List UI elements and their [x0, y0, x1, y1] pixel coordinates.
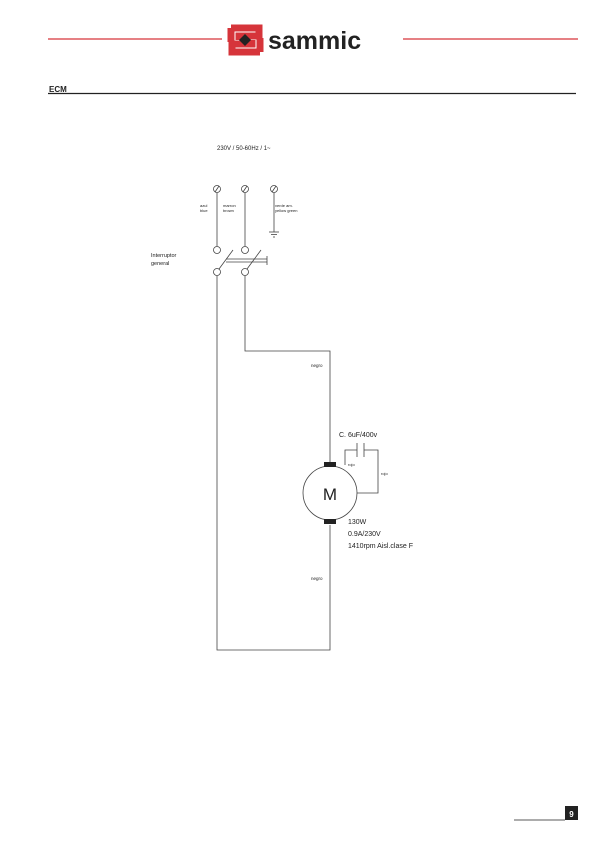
circuit-lines	[213, 185, 379, 651]
wire-3-es: verde am.	[275, 203, 293, 208]
motor-speed: 1410rpm Aisl.clase F	[348, 543, 413, 550]
wire-1-es: azul	[200, 203, 207, 208]
switch-label-2: general	[151, 261, 169, 267]
cap-wire-label-2: rojo	[381, 471, 388, 476]
wire-2-en: brown	[223, 208, 234, 213]
wire-3-en: yellow green	[275, 208, 297, 213]
sammic-logo-icon	[227, 24, 264, 56]
brand-name: sammic	[268, 27, 361, 55]
motor-power: 130W	[348, 519, 367, 526]
wire-2-es: marron	[223, 203, 236, 208]
supply-label: 230V / 50-60Hz / 1~	[217, 146, 271, 152]
section-title: ECM	[49, 85, 67, 94]
wire-label-bottom: negro	[311, 576, 323, 581]
wire-1-en: blue	[200, 208, 208, 213]
wire-label-top: negro	[311, 363, 323, 368]
motor-terminal-top	[324, 462, 336, 467]
switch-label-1: Interruptor	[151, 253, 177, 259]
cap-wire-label-1: rojo	[348, 462, 355, 467]
motor-current: 0.9A/230V	[348, 531, 381, 538]
page-number: 9	[569, 810, 574, 819]
page-number-box	[565, 806, 578, 820]
motor-symbol: M	[323, 485, 337, 504]
motor-terminal-bottom	[324, 519, 336, 524]
capacitor-label: C. 6uF/400v	[339, 432, 378, 439]
